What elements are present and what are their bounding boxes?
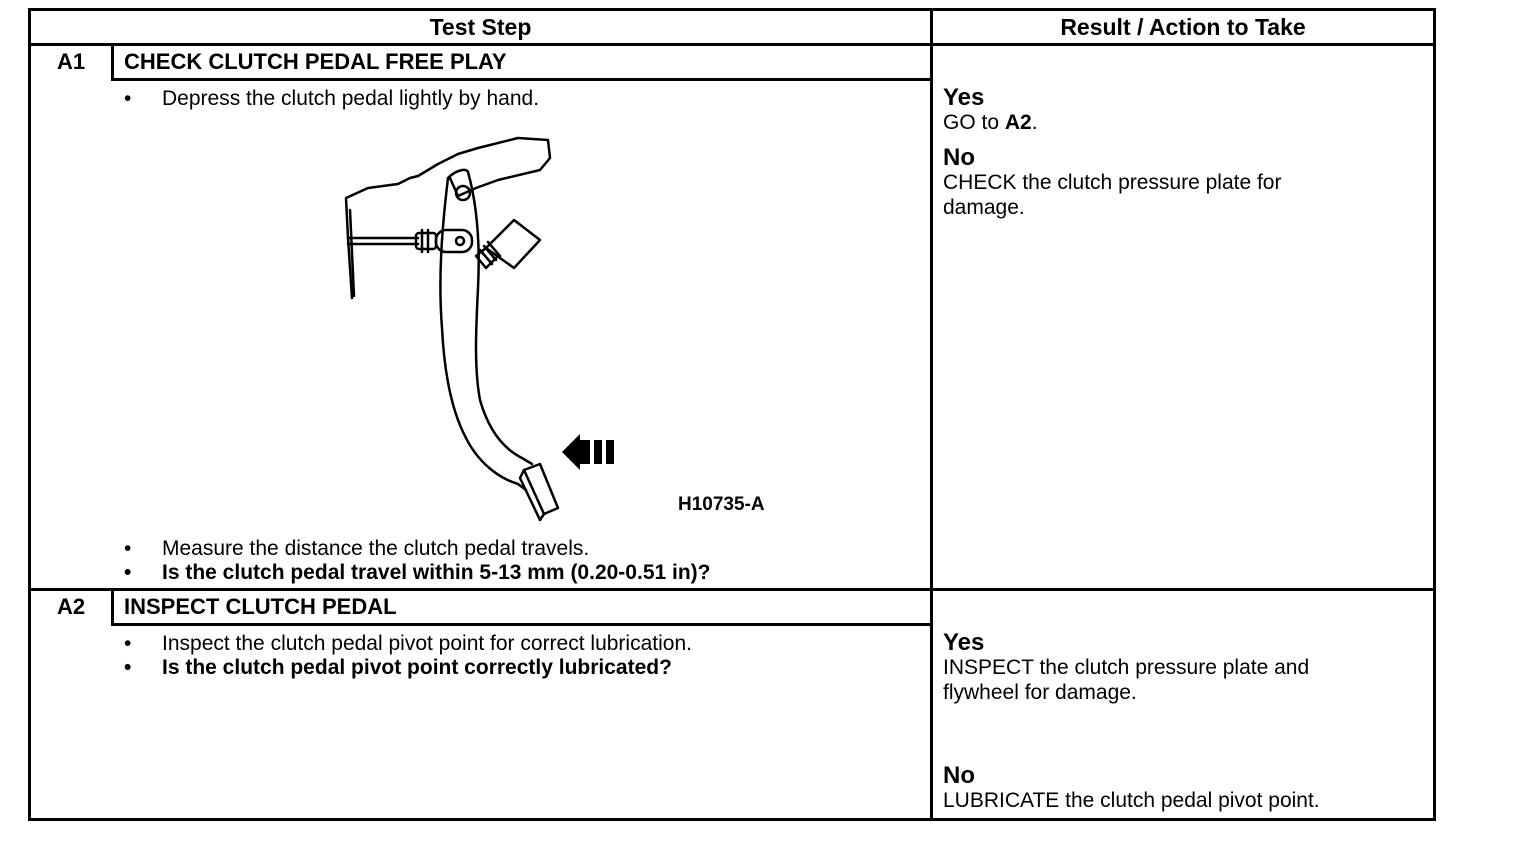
header-divider (28, 43, 1436, 46)
pedal-arm (439, 176, 528, 492)
bullet-dot: • (124, 87, 132, 110)
figure-label: H10735-A (678, 494, 765, 515)
a2-yes-action-line2: flywheel for damage. (943, 681, 1137, 704)
bullet-dot: • (124, 537, 132, 560)
a1-yes-action: GO to A2. (943, 111, 1038, 135)
bullet-text: Is the clutch pedal travel within 5-13 m… (162, 561, 711, 584)
a2-id-divider (111, 588, 114, 626)
step-title-a2: INSPECT CLUTCH PEDAL (124, 594, 397, 619)
bullet-dot: • (124, 632, 132, 655)
bullet-text: Depress the clutch pedal lightly by hand… (162, 87, 540, 110)
clutch-pedal-illustration (344, 136, 614, 522)
a1-yes-action-prefix: GO to (943, 111, 1005, 134)
a2-yes-action-line1: INSPECT the clutch pressure plate and (943, 656, 1310, 679)
switch-assembly (474, 218, 542, 270)
bullet-dot: • (124, 561, 132, 584)
a1-no-action-line2: damage. (943, 196, 1025, 219)
a1-title-underline (111, 78, 933, 81)
a1-no-action-line1: CHECK the clutch pressure plate for (943, 171, 1282, 194)
a1-id-divider (111, 43, 114, 81)
pedal-pad (522, 462, 560, 516)
diagnostic-table: Test Step Result / Action to Take A1 CHE… (28, 8, 1436, 821)
step-id-a2: A2 (56, 594, 86, 619)
header-result-action: Result / Action to Take (1060, 14, 1306, 40)
bullet-text: Inspect the clutch pedal pivot point for… (162, 632, 692, 655)
a1-yes-label: Yes (943, 84, 985, 111)
a1-yes-action-suffix: . (1031, 111, 1038, 134)
a2-no-label: No (943, 762, 975, 789)
step-title-a1: CHECK CLUTCH PEDAL FREE PLAY (124, 49, 507, 74)
step-id-a1: A1 (56, 49, 86, 74)
table-border-right (1433, 8, 1436, 821)
table-border-bottom (28, 818, 1436, 821)
pedal-bracket (344, 136, 552, 300)
header-test-step: Test Step (429, 14, 532, 40)
a1-yes-action-ref: A2 (1004, 111, 1032, 134)
column-divider (930, 8, 933, 821)
table-border-top (28, 8, 1436, 11)
a2-yes-label: Yes (943, 629, 985, 656)
a2-no-action: LUBRICATE the clutch pedal pivot point. (943, 789, 1320, 812)
step-divider (28, 588, 1436, 591)
table-border-left (28, 8, 31, 821)
a2-title-underline (111, 623, 933, 626)
bullet-dot: • (124, 656, 132, 679)
a1-no-label: No (943, 144, 975, 171)
bullet-text: Is the clutch pedal pivot point correctl… (162, 656, 672, 679)
push-direction-arrow-icon (562, 434, 614, 470)
pushrod (346, 236, 420, 246)
bullet-text: Measure the distance the clutch pedal tr… (162, 537, 590, 560)
